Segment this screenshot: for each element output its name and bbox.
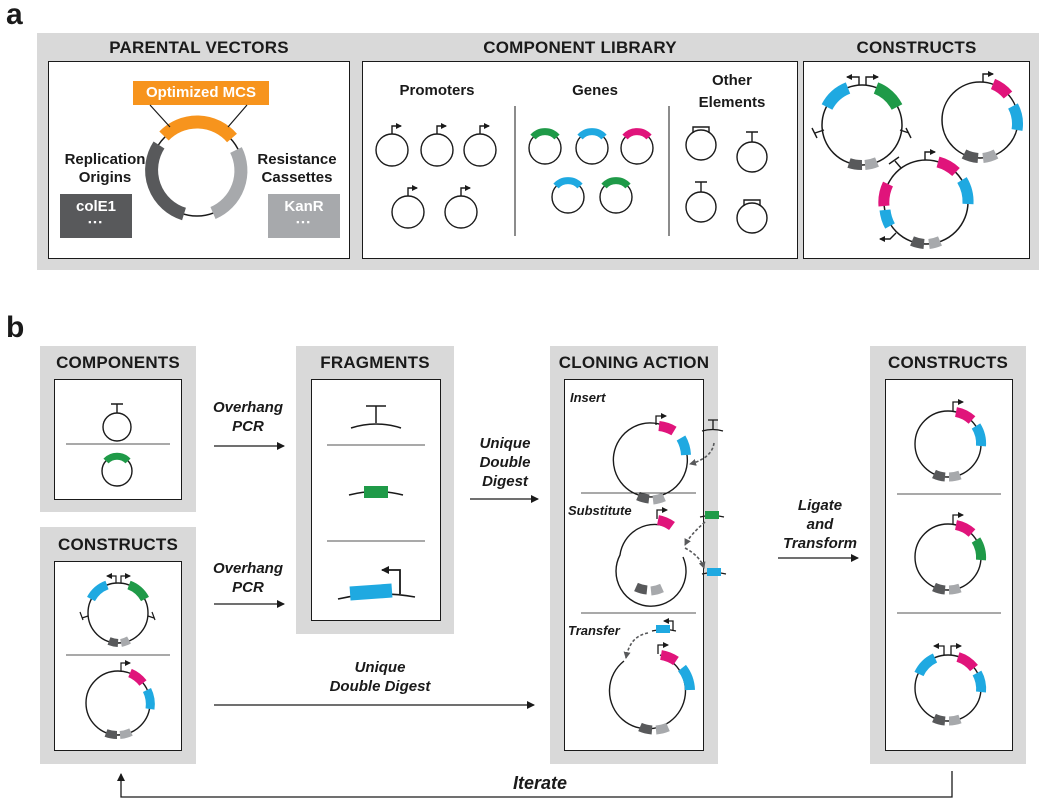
- constructs-left-header: CONSTRUCTS: [57, 535, 179, 554]
- fragments-box: [311, 379, 441, 621]
- component-gene: [101, 452, 133, 487]
- substitute-label: Substitute: [568, 503, 632, 518]
- udd-1-line2: Double: [479, 454, 531, 471]
- overhang-pcr-label-1: Overhang PCR: [200, 398, 296, 436]
- overhang-pcr-1-line2: PCR: [232, 418, 264, 435]
- process-arrows: [117, 442, 953, 798]
- ligate-line1: Ligate: [797, 497, 843, 514]
- ligate-line3: Transform: [783, 535, 857, 552]
- udd-2-line1: Unique: [354, 659, 406, 676]
- transfer-label: Transfer: [568, 623, 620, 638]
- fragment-gene: [348, 486, 404, 498]
- genes-label: Genes: [572, 82, 618, 99]
- resistance-cassettes-label-2: Cassettes: [261, 169, 333, 186]
- cole1-box: colE1 ▪▪▪: [60, 194, 132, 238]
- other-elements-label-2: Elements: [698, 94, 766, 111]
- component-library-header: COMPONENT LIBRARY: [483, 38, 677, 57]
- udd-2-line2: Double Digest: [329, 678, 431, 695]
- kanr-box: KanR ▪▪▪: [268, 194, 340, 238]
- insert-label: Insert: [570, 390, 606, 405]
- constructs-right-1: [914, 399, 987, 482]
- udd-1-line3: Digest: [482, 473, 528, 490]
- fragments-header: FRAGMENTS: [320, 353, 430, 372]
- kanr-label: KanR: [284, 198, 324, 215]
- panel-b-letter: b: [6, 311, 25, 344]
- construct-a2: [941, 71, 1023, 163]
- ligate-transform-label: Ligate and Transform: [770, 496, 870, 553]
- constructs-right-3: [914, 643, 987, 726]
- kanr-ellipsis: ▪▪▪: [296, 217, 312, 227]
- cloning-substitute: [615, 507, 727, 607]
- components-box: [54, 379, 182, 500]
- cloning-transfer: [608, 618, 695, 735]
- components-header: COMPONENTS: [56, 353, 180, 372]
- constructs-left-2: [85, 660, 155, 739]
- component-library-box: [362, 61, 798, 259]
- promoter-circles: [375, 123, 497, 229]
- overhang-pcr-2-line1: Overhang: [212, 560, 284, 577]
- overhang-pcr-label-2: Overhang PCR: [200, 559, 296, 597]
- udd-1-line1: Unique: [479, 435, 531, 452]
- overhang-pcr-2-line2: PCR: [232, 579, 264, 596]
- ligate-line2: and: [806, 516, 834, 533]
- component-terminator: [102, 403, 132, 442]
- promoters-label: Promoters: [399, 82, 475, 99]
- constructs-right-header: CONSTRUCTS: [887, 353, 1009, 372]
- cloning-action-header: CLONING ACTION: [558, 353, 710, 372]
- optimized-mcs-label: Optimized MCS: [133, 81, 269, 105]
- cole1-ellipsis: ▪▪▪: [88, 217, 104, 227]
- parental-vector-plasmid: [145, 104, 248, 221]
- resistance-cassettes-label-1: Resistance: [257, 151, 337, 168]
- fragment-terminator: [350, 405, 402, 429]
- gene-circles: [528, 128, 654, 214]
- cloning-insert: [612, 413, 724, 505]
- constructs-right-box: [885, 379, 1013, 751]
- constructs-right-2: [914, 512, 987, 595]
- panel-a-letter: a: [6, 0, 23, 31]
- parental-vectors-header: PARENTAL VECTORS: [109, 38, 289, 57]
- other-elements-label-1: Other: [711, 72, 752, 89]
- iterate-label: Iterate: [512, 773, 568, 793]
- replication-origins-label-1: Replication: [64, 151, 146, 168]
- other-element-circles: [685, 126, 768, 234]
- constructs-left-box: [54, 561, 182, 751]
- unique-double-digest-label-1: Unique Double Digest: [460, 434, 550, 491]
- constructs-left-1: [79, 573, 156, 647]
- unique-double-digest-label-2: Unique Double Digest: [300, 658, 460, 696]
- constructs-header-a: CONSTRUCTS: [856, 38, 977, 57]
- overhang-pcr-1-line1: Overhang: [212, 399, 284, 416]
- fragment-promoter-gene: [337, 566, 416, 601]
- cole1-label: colE1: [75, 198, 117, 215]
- construct-a1: [811, 74, 912, 170]
- construct-a3: [878, 149, 974, 249]
- replication-origins-label-2: Origins: [78, 169, 132, 186]
